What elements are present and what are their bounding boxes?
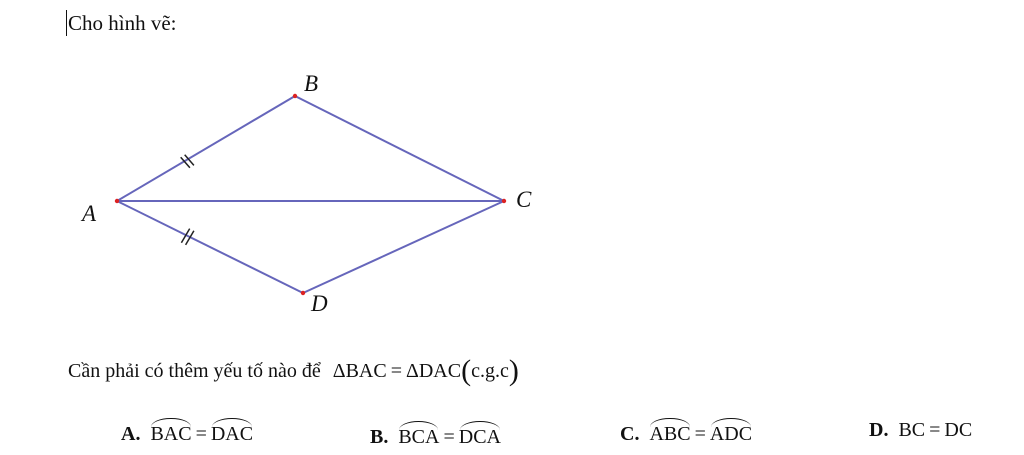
triangle-bac: ΔBAC [332,360,387,382]
question-expression: ΔBAC=ΔDAC(c.g.c) [332,356,519,386]
point-a [114,198,120,204]
question-text: Cần phải có thêm yếu tố nào để [68,360,321,382]
segment-ab [116,95,296,202]
option-a[interactable]: A. BAC=DAC [121,416,253,448]
tick-marks-ad [180,228,195,246]
segment-ad [116,200,304,294]
equals-sign: = [390,360,402,382]
label-d: D [310,291,328,316]
segment-dc-text: DC [944,419,973,441]
angle-adc: ADC [710,416,752,448]
equals-sign: = [195,423,207,445]
segment-bc [294,95,505,202]
label-b: B [304,71,318,96]
tick-marks-ab [180,154,195,169]
point-c [501,198,507,204]
option-letter: B. [370,426,389,448]
angle-bac: BAC [150,416,192,448]
close-paren: ) [508,354,519,387]
segment-bc-text: BC [898,419,926,441]
equals-sign: = [929,419,941,441]
option-c[interactable]: C. ABC=ADC [620,416,752,448]
geometry-figure: A B C D [80,71,532,316]
equals-sign: = [443,426,455,448]
angle-dac: DAC [211,416,253,448]
angle-dca: DCA [459,419,501,451]
option-letter: A. [121,423,141,445]
point-d [300,290,306,296]
option-letter: C. [620,423,640,445]
angle-bca: BCA [398,419,439,451]
open-paren: ( [461,354,472,387]
question: Cần phải có thêm yếu tố nào để ΔBAC=ΔDAC(… [68,356,519,386]
intro-text: Cho hình vẽ: [66,10,177,36]
option-b[interactable]: B. BCA=DCA [370,419,501,451]
criterion: c.g.c [471,360,509,382]
segment-dc [302,200,505,294]
angle-abc: ABC [649,416,691,448]
equals-sign: = [694,423,706,445]
triangle-dac: ΔDAC [405,360,462,382]
option-letter: D. [869,419,889,441]
label-a: A [80,201,97,226]
point-b [292,93,298,99]
option-d[interactable]: D. BC=DC [869,416,972,444]
label-c: C [516,187,532,212]
